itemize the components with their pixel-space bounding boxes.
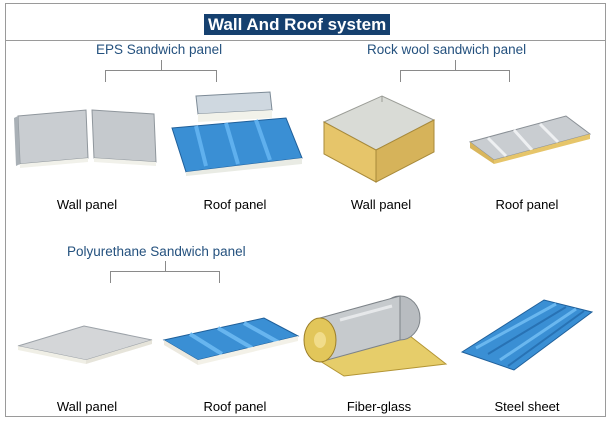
- rockwool-group-title: Rock wool sandwich panel: [367, 42, 527, 57]
- fiberglass-roll-image: [303, 295, 448, 377]
- title-bar: [5, 3, 606, 41]
- rockwool-roof-label: Roof panel: [495, 197, 559, 212]
- rockwool-bracket: [400, 60, 510, 82]
- eps-group-title: EPS Sandwich panel: [96, 42, 223, 57]
- eps-wall-label: Wall panel: [56, 197, 118, 212]
- fiberglass-label: Fiber-glass: [346, 399, 412, 414]
- steel-sheet-label: Steel sheet: [494, 399, 560, 414]
- rockwool-wall-label: Wall panel: [350, 197, 412, 212]
- pu-wall-label: Wall panel: [56, 399, 118, 414]
- eps-roof-panel-image: [171, 91, 303, 176]
- pu-roof-label: Roof panel: [203, 399, 267, 414]
- pu-roof-panel-image: [162, 317, 300, 365]
- figure-title: Wall And Roof system: [204, 14, 391, 35]
- pu-wall-panel-image: [17, 325, 153, 364]
- pu-bracket: [110, 261, 220, 283]
- steel-sheet-image: [460, 299, 594, 371]
- eps-wall-panel-image: [14, 109, 157, 168]
- figure-frame: [5, 3, 606, 417]
- rockwool-wall-panel-image: [322, 95, 436, 183]
- pu-group-title: Polyurethane Sandwich panel: [67, 244, 246, 259]
- eps-bracket: [105, 60, 217, 82]
- rockwool-roof-panel-image: [468, 115, 592, 164]
- eps-roof-label: Roof panel: [203, 197, 267, 212]
